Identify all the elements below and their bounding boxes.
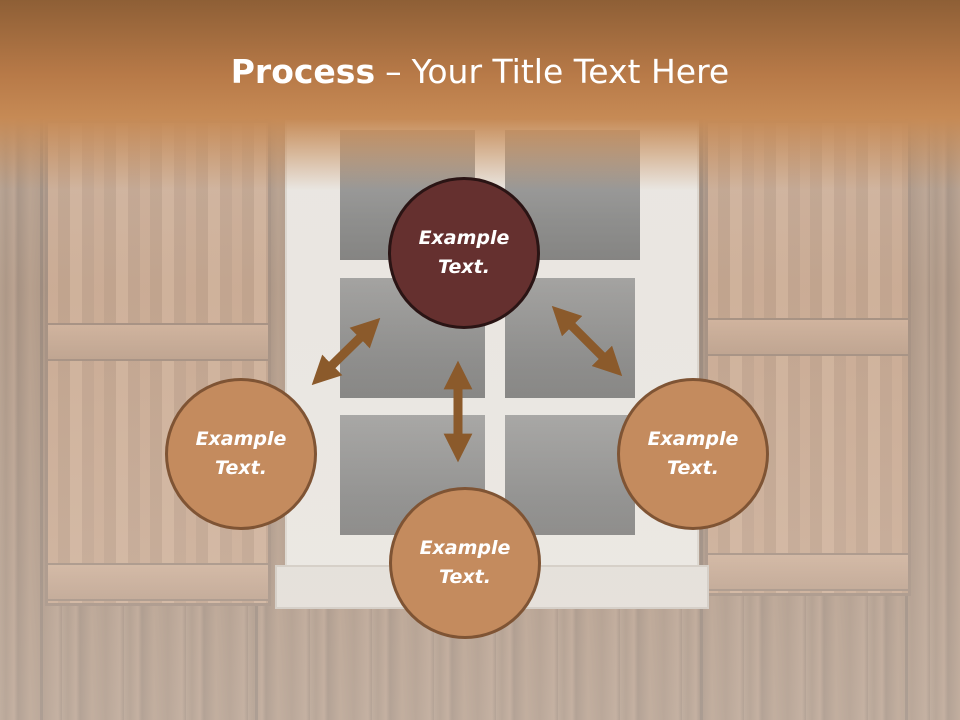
node-right-line2: Text. — [667, 457, 719, 479]
title-text: Your Title Text Here — [411, 52, 730, 91]
node-bottom-line2: Text. — [439, 566, 491, 588]
arrow-top-left — [311, 317, 381, 386]
node-top-line2: Text. — [438, 256, 490, 278]
arrow-top-right — [551, 305, 623, 377]
process-node-top[interactable]: Example Text. — [388, 177, 540, 329]
title-bold: Process — [230, 52, 376, 91]
node-right-line1: Example — [647, 428, 739, 450]
node-left-line1: Example — [195, 428, 287, 450]
process-node-bottom[interactable]: Example Text. — [389, 487, 541, 639]
title-separator: – — [385, 52, 402, 91]
title-band — [0, 0, 960, 190]
node-left-line2: Text. — [215, 457, 267, 479]
node-top-line1: Example — [418, 227, 510, 249]
process-node-right[interactable]: Example Text. — [617, 378, 769, 530]
slide-title: Process–Your Title Text Here — [0, 52, 960, 91]
node-bottom-line1: Example — [419, 537, 511, 559]
process-node-left[interactable]: Example Text. — [165, 378, 317, 530]
